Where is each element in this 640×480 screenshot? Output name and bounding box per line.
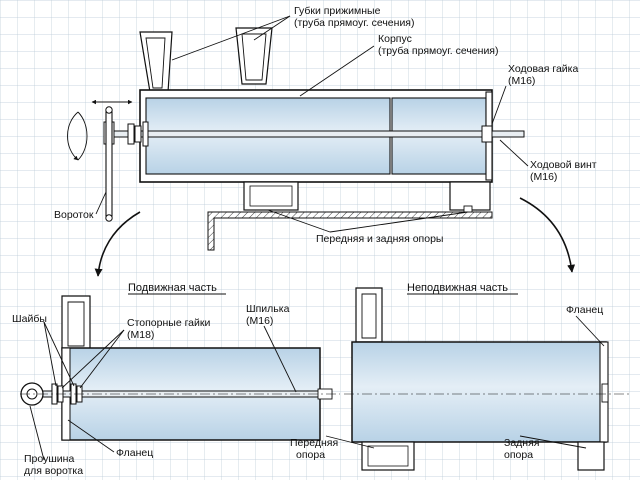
arrow-to-fixed (519, 197, 576, 273)
label-front-support-1: Передняя (290, 437, 338, 449)
fixed-jaw (355, 287, 383, 343)
label-lead-screw-2: (М16) (530, 171, 557, 183)
label-lead-screw-1: Ходовой винт (530, 159, 597, 171)
title-movable: Подвижная часть (128, 282, 217, 294)
top-assembly: Губки прижимные (труба прямоуг. сечения)… (54, 5, 597, 277)
label-flange-right: Фланец (566, 304, 603, 316)
front-support (361, 441, 415, 471)
label-eyelet-2: для воротка (24, 465, 83, 477)
label-jaws-2: (труба прямоуг. сечения) (294, 17, 415, 29)
label-handle: Вороток (54, 209, 94, 221)
label-stud-1: Шпилька (246, 303, 290, 315)
movable-part: Шайбы Стопорные гайки (М18) Шпилька (М16… (12, 295, 340, 477)
label-lead-nut-2: (М16) (508, 75, 535, 87)
label-flange-left: Фланец (116, 447, 153, 459)
rear-support-top (449, 181, 491, 211)
label-front-support-2: опора (296, 449, 325, 461)
label-rear-support-1: Задняя (504, 437, 539, 449)
label-eyelet-1: Проушина (24, 453, 74, 465)
arrow-to-movable (94, 211, 141, 277)
label-stud-2: (М16) (246, 315, 273, 327)
label-washers: Шайбы (12, 313, 47, 325)
lead-nut (481, 125, 493, 143)
handle-bar (105, 111, 113, 217)
rear-support (577, 441, 605, 471)
front-support-top (243, 181, 299, 211)
label-supports: Передняя и задняя опоры (316, 233, 443, 245)
label-jaws-1: Губки прижимные (294, 5, 381, 17)
label-lock-nuts-1: Стопорные гайки (127, 317, 210, 329)
rotation-arrow (67, 111, 79, 161)
jaw-right (235, 27, 273, 85)
label-body-2: (труба прямоуг. сечения) (378, 45, 499, 57)
fixed-body-tube (351, 341, 607, 443)
label-lock-nuts-2: (М18) (127, 329, 154, 341)
base-table (207, 211, 493, 251)
fixed-part: Фланец Передняя опора Задняя опора (290, 287, 630, 471)
label-lead-nut-1: Ходовая гайка (508, 63, 578, 75)
movable-jaw (61, 295, 91, 351)
title-fixed: Неподвижная часть (407, 282, 508, 294)
lead-screw (111, 130, 525, 138)
label-rear-support-2: опора (504, 449, 533, 461)
label-body-1: Корпус (378, 33, 412, 45)
